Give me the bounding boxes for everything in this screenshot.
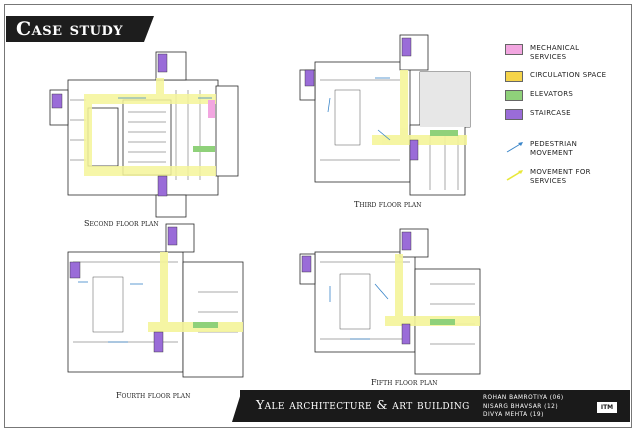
author-2: NISARG BHAVSAR (12) [483,403,559,410]
slide-title: Case study [6,16,144,42]
staircase-swatch [505,109,523,120]
third-floor-caption: Third floor plan [354,200,422,209]
legend-label-services: MOVEMENT FOR SERVICES [530,168,591,185]
service-arrow-icon [506,170,523,181]
author-1: ROHAN BAMROTIYA (06) [483,395,564,401]
legend-label-pedestrian: PEDESTRIAN MOVEMENT [530,140,578,157]
legend-label-elevators: ELEVATORS [530,90,574,98]
legend-label-circulation: CIRCULATION SPACE [530,71,607,79]
footer-accent [232,390,242,422]
legend-item-staircase: STAIRCASE [505,109,571,120]
legend-item-mechanical: MECHANICAL SERVICES [505,44,596,62]
circulation-swatch [505,71,523,82]
second-floor-caption: Second floor plan [84,219,159,228]
fourth-floor-caption: Fourth floor plan [116,391,191,400]
title-accent [144,16,154,42]
legend-label-mechanical: MECHANICAL SERVICES [530,44,580,61]
author-3: DIVYA MEHTA (19) [483,412,544,419]
legend-item-circulation: CIRCULATION SPACE [505,71,606,82]
third-floor-plan [299,34,471,196]
mechanical-swatch [505,44,523,55]
author-list: ROHAN BAMROTIYA (06) NISARG BHAVSAR (12)… [483,394,564,420]
fourth-floor-plan [67,223,244,378]
elevator-swatch [505,90,523,101]
slide-frame [4,4,632,428]
footer-bar [240,390,630,422]
legend-label-staircase: STAIRCASE [530,109,571,117]
fifth-floor-caption: Fifth floor plan [371,378,438,387]
legend-item-services: MOVEMENT FOR SERVICES [505,168,602,186]
institute-logo: ITM [597,402,617,413]
second-floor-plan [49,51,239,218]
footer-title: Yale architecture & art building [256,397,470,412]
legend-item-pedestrian: PEDESTRIAN MOVEMENT [505,140,590,158]
legend-item-elevators: ELEVATORS [505,90,573,101]
pedestrian-arrow-icon [506,142,523,153]
fifth-floor-plan [299,228,481,375]
